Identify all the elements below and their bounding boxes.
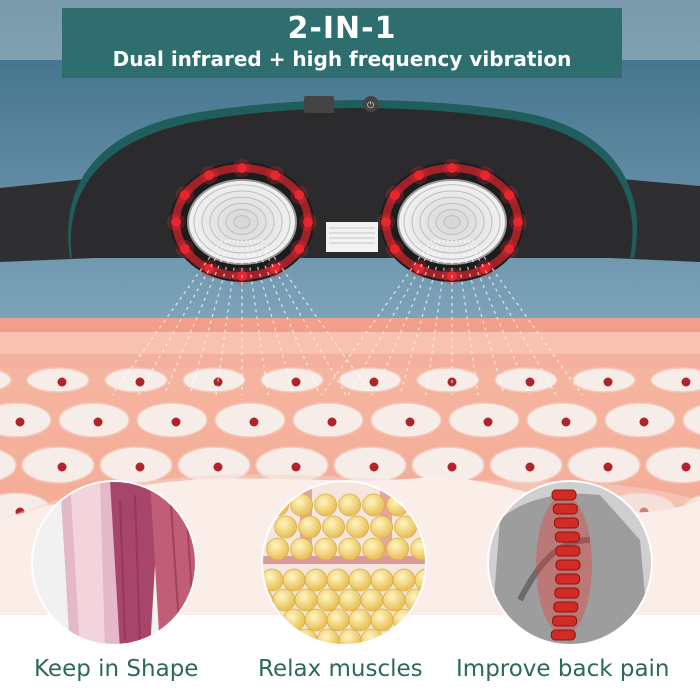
skin-cell xyxy=(104,367,168,393)
skin-cell xyxy=(682,404,700,436)
vibration-ray xyxy=(467,239,557,396)
caption-keep-in-shape: Keep in Shape xyxy=(34,656,199,682)
skin-cell xyxy=(260,367,324,393)
infrared-emitter-icon xyxy=(377,159,527,285)
skin-cell xyxy=(0,449,17,481)
vibration-ray xyxy=(463,239,531,396)
skin-cell xyxy=(526,402,598,438)
skin-cell xyxy=(416,367,480,393)
vibration-ray xyxy=(257,239,347,396)
vibration-ray xyxy=(249,239,295,396)
vibration-ray xyxy=(163,239,231,396)
caption-relax-muscles: Relax muscles xyxy=(258,656,423,682)
skin-cell xyxy=(411,446,485,484)
vibration-ray xyxy=(373,239,441,396)
skin-cell xyxy=(338,367,402,393)
skin-cell xyxy=(645,446,700,484)
skin-cell xyxy=(182,367,246,393)
vibration-ray xyxy=(189,239,235,396)
headline-banner: 2-IN-1 Dual infrared + high frequency vi… xyxy=(62,8,622,78)
skin-cell xyxy=(494,367,558,393)
spine-icon xyxy=(487,480,653,646)
skin-cell xyxy=(567,446,641,484)
skin-cell xyxy=(58,402,130,438)
spec-label xyxy=(326,222,378,252)
vibration-ray xyxy=(425,239,449,396)
vibration-ray xyxy=(137,239,227,396)
skin-cell xyxy=(0,402,52,438)
skin-cell xyxy=(489,446,563,484)
vibration-ray xyxy=(459,239,505,396)
skin-cell xyxy=(177,446,251,484)
vibration-rays xyxy=(111,239,583,396)
skin-cell xyxy=(292,402,364,438)
skin-cell xyxy=(21,446,95,484)
skin-cell xyxy=(0,370,12,390)
skin-cell xyxy=(99,446,173,484)
caption-improve-back-pain: Improve back pain xyxy=(456,656,670,682)
power-button-icon[interactable] xyxy=(363,96,379,112)
skin-cell xyxy=(26,367,90,393)
banner-subline: Dual infrared + high frequency vibration xyxy=(112,47,572,71)
banner-headline: 2-IN-1 xyxy=(287,11,397,46)
skin-cell xyxy=(572,367,636,393)
skin-cell xyxy=(604,402,676,438)
vibration-ray xyxy=(455,239,479,396)
vibration-ray xyxy=(399,239,445,396)
vibration-ray xyxy=(215,239,239,396)
vibration-ray xyxy=(253,239,321,396)
svg-text:⏻: ⏻ xyxy=(367,100,374,111)
vibration-ray xyxy=(245,239,269,396)
usb-port-icon xyxy=(304,96,334,113)
skin-cell xyxy=(136,402,208,438)
skin-cell xyxy=(448,402,520,438)
skin-cell xyxy=(370,402,442,438)
skin-cell xyxy=(214,402,286,438)
feature-image-shape xyxy=(31,480,197,646)
vibration-ray xyxy=(347,239,437,396)
skin-cell xyxy=(650,367,700,393)
